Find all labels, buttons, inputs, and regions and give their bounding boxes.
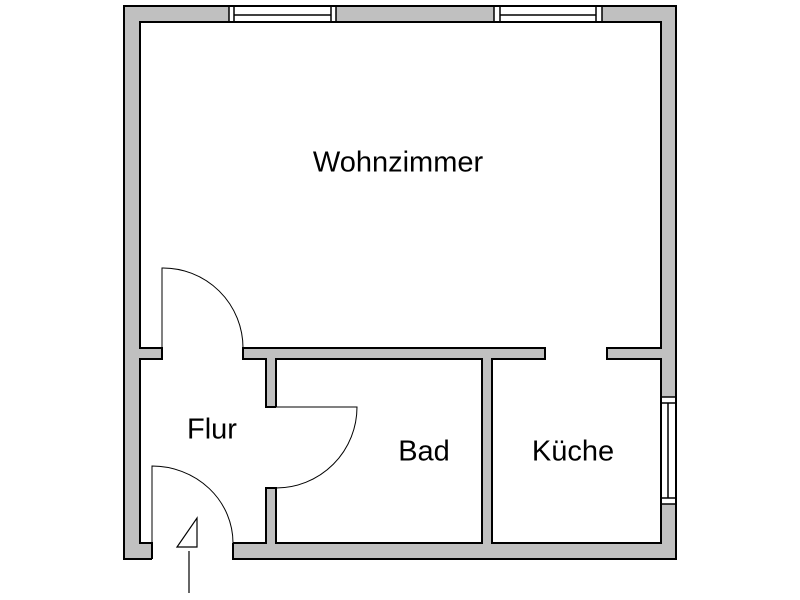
window-top-left — [228, 5, 337, 23]
entrance-arrow-icon — [175, 516, 198, 593]
room-label-bad: Bad — [398, 435, 450, 468]
room-label-flur: Flur — [187, 413, 237, 446]
walls — [124, 6, 676, 559]
door-wohnzimmer — [161, 267, 244, 349]
room-label-kueche: Küche — [531, 435, 615, 468]
windows — [228, 5, 677, 505]
wall-outlines — [123, 5, 677, 560]
door-entrance — [151, 465, 234, 544]
doors — [151, 267, 358, 544]
window-kitchen — [660, 396, 677, 505]
window-top-right — [493, 5, 603, 23]
door-bad — [275, 406, 358, 489]
room-label-wohnzimmer: Wohnzimmer — [312, 146, 484, 179]
